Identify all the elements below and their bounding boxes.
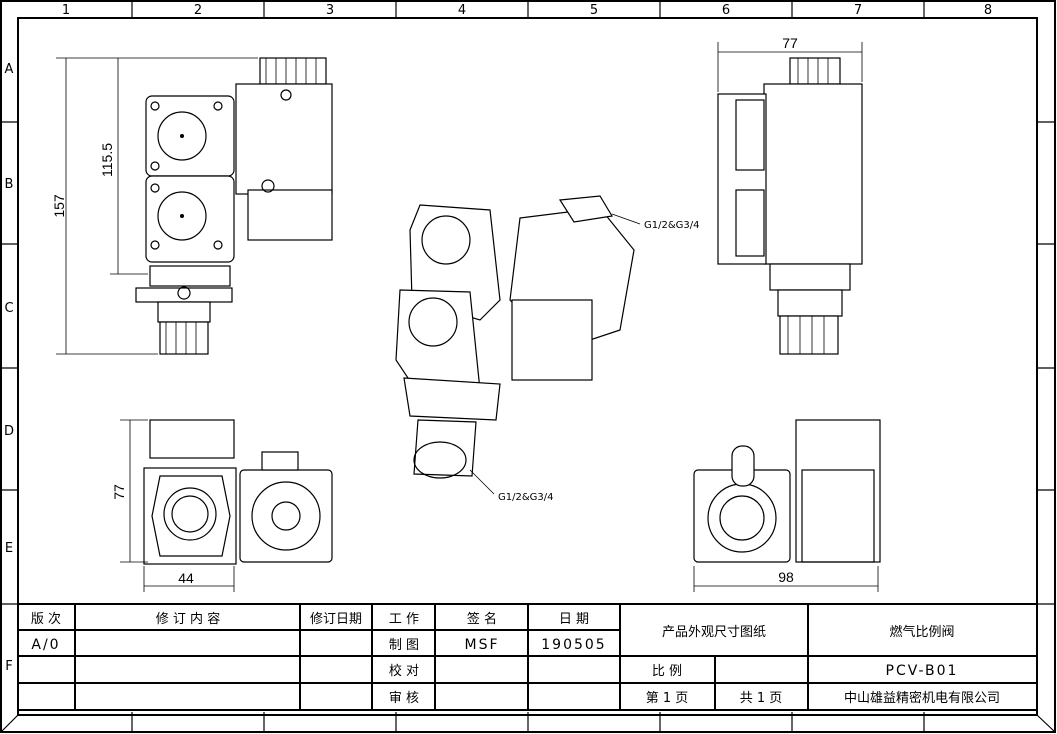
- svg-text:E: E: [5, 541, 13, 556]
- svg-text:A: A: [5, 62, 14, 77]
- dim-77-top: 77: [782, 35, 798, 51]
- role-approved: 审 核: [389, 691, 419, 706]
- role-checked: 校 对: [389, 663, 419, 679]
- svg-text:2: 2: [194, 3, 202, 18]
- dim-98: 98: [778, 569, 794, 585]
- svg-text:D: D: [4, 424, 14, 439]
- product-name: 燃气比例阀: [889, 624, 954, 640]
- header-version: 版 次: [31, 611, 61, 627]
- svg-text:1: 1: [62, 3, 70, 18]
- title-block: 版 次 修 订 内 容 修订日期 工 作 签 名 日 期 A/0 制 图 校 对…: [18, 603, 1037, 711]
- side-view: 77: [717, 35, 863, 355]
- svg-text:6: 6: [722, 3, 730, 18]
- bottom-view-right: 98: [693, 419, 881, 592]
- isometric-view: G1/2&G3/4 G1/2&G3/4: [395, 195, 699, 503]
- dim-157: 157: [51, 194, 67, 218]
- company-name: 中山雄益精密机电有限公司: [844, 690, 1000, 706]
- dim-44: 44: [178, 570, 194, 586]
- scale-label: 比 例: [652, 664, 682, 679]
- version-value: A/0: [31, 637, 60, 653]
- header-revision-date: 修订日期: [310, 612, 362, 627]
- svg-text:C: C: [4, 301, 13, 316]
- thread-label-top: G1/2&G3/4: [644, 220, 699, 231]
- svg-text:F: F: [5, 659, 12, 674]
- svg-text:7: 7: [854, 3, 862, 18]
- svg-text:5: 5: [590, 3, 598, 18]
- drawing-title: 产品外观尺寸图纸: [662, 625, 766, 640]
- header-work: 工 作: [389, 612, 419, 627]
- column-labels: 1 2 3 4 5 6 7 8: [62, 3, 992, 18]
- drawn-date: 190505: [541, 637, 606, 653]
- thread-label-bottom: G1/2&G3/4: [498, 492, 553, 503]
- header-signature: 签 名: [467, 611, 497, 627]
- front-view: 157 115.5: [51, 57, 333, 355]
- page-number: 第 1 页: [646, 691, 689, 706]
- page-total: 共 1 页: [740, 691, 783, 706]
- drawn-by: MSF: [464, 637, 499, 653]
- header-date: 日 期: [559, 612, 589, 627]
- role-drawn: 制 图: [389, 638, 419, 653]
- model-number: PCV-B01: [886, 663, 959, 679]
- row-labels: A B C D E F: [4, 62, 14, 674]
- dim-115-5: 115.5: [99, 143, 115, 177]
- svg-text:4: 4: [458, 3, 466, 18]
- svg-text:B: B: [5, 177, 14, 192]
- svg-text:8: 8: [984, 3, 992, 18]
- svg-text:3: 3: [326, 3, 334, 18]
- dim-77-left: 77: [111, 484, 127, 500]
- header-revision-content: 修 订 内 容: [156, 611, 220, 627]
- bottom-view-left: 77 44: [111, 419, 333, 592]
